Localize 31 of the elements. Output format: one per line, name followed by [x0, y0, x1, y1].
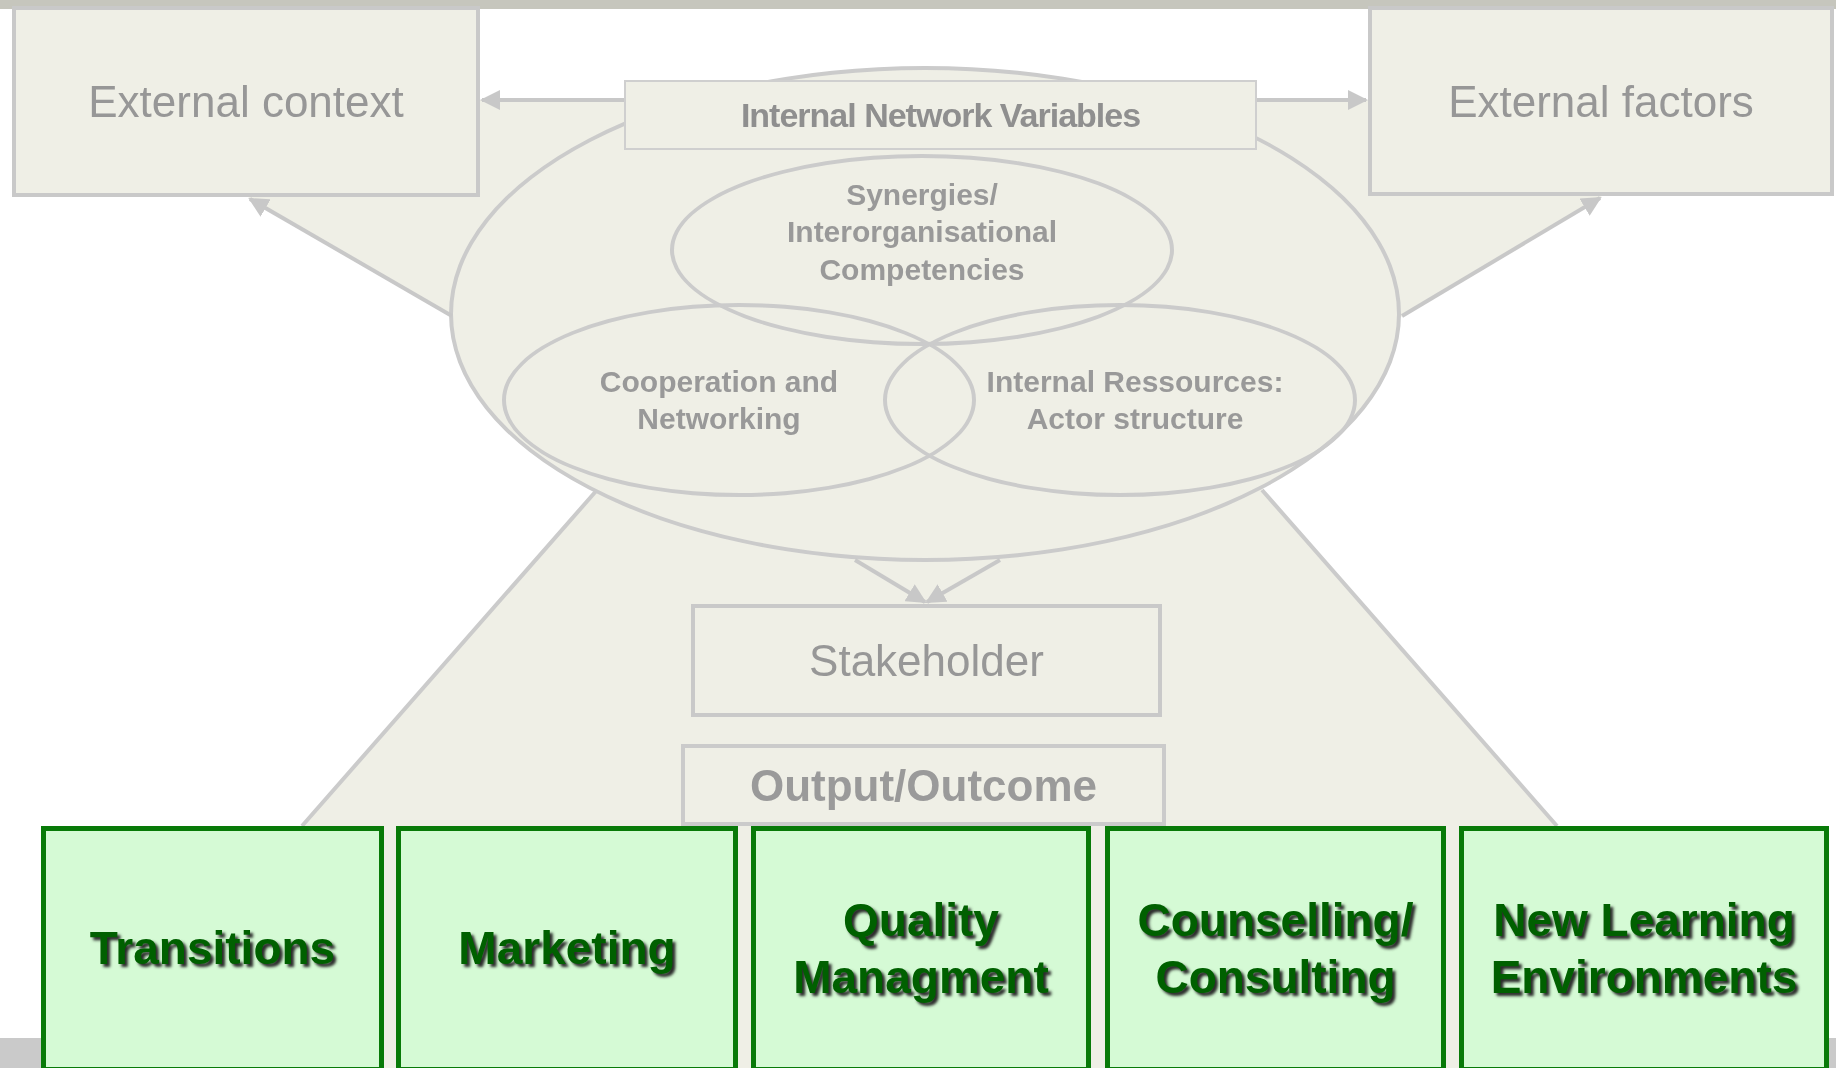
topic-box [751, 826, 1091, 1068]
topic-box [1105, 826, 1446, 1068]
box-label: External factors [1448, 75, 1754, 128]
arrow [925, 558, 1001, 604]
topic-box [396, 826, 738, 1068]
arrow [480, 90, 624, 110]
topic-box [1459, 826, 1829, 1068]
ellipse-label: Synergies/ Interorganisational Competencies [785, 176, 1058, 288]
topic-label: Counselling/ Consulting [1136, 892, 1415, 1005]
variable-ellipse [883, 303, 1357, 497]
topic-box [41, 826, 384, 1068]
box-label: Stakeholder [809, 635, 1044, 687]
outcome-box [681, 744, 1166, 826]
arrow [1257, 90, 1368, 110]
topic-label: Transitions [89, 921, 336, 977]
box-label: External context [88, 76, 404, 128]
topic-label: Quality Managment [792, 892, 1050, 1005]
box-label: Output/Outcome [749, 760, 1098, 812]
arrow [1400, 196, 1602, 318]
arrow [853, 558, 927, 604]
context-box [691, 604, 1162, 717]
heading-text: Internal Network Variables [740, 94, 1141, 136]
ellipse-label: Internal Ressources: Actor structure [985, 363, 1285, 437]
ellipse-label: Cooperation and Networking [598, 363, 840, 437]
variable-ellipse [502, 303, 976, 497]
topic-label: New Learning Environments [1489, 892, 1799, 1005]
context-box [12, 6, 480, 197]
arrow [248, 197, 453, 318]
variable-ellipse [670, 154, 1174, 346]
topic-label: Marketing [458, 921, 676, 977]
context-box [1368, 6, 1834, 196]
